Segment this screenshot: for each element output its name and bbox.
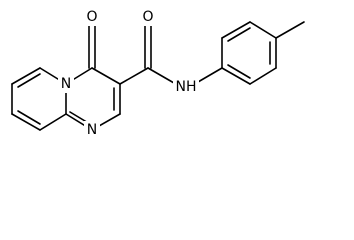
atom-label-nh: NH <box>176 79 197 95</box>
bond <box>119 67 149 85</box>
bond <box>275 21 305 39</box>
atom-label-background <box>58 75 74 93</box>
atom-label-background <box>84 121 100 139</box>
atom-label-o-ring: O <box>86 9 97 25</box>
bond <box>221 67 251 85</box>
bond <box>197 67 223 83</box>
bond <box>39 113 67 131</box>
atom-label-n-lower: N <box>87 122 97 138</box>
bond <box>249 67 277 85</box>
atom-label-background <box>173 78 199 96</box>
atom-label-n-ring: N <box>61 76 71 92</box>
atom-label-o-amide: O <box>142 9 153 25</box>
atom-label-background <box>84 8 100 26</box>
bond <box>91 67 121 85</box>
bond <box>221 21 251 39</box>
atom-label-background <box>140 8 156 26</box>
bond <box>11 67 41 85</box>
bond <box>227 64 251 79</box>
bond <box>17 73 41 88</box>
bond <box>147 67 175 84</box>
bond <box>227 27 251 42</box>
bond <box>11 113 41 131</box>
bond <box>249 21 277 39</box>
bond <box>17 110 41 125</box>
chemical-structure-diagram: N N O O NH <box>11 8 305 139</box>
